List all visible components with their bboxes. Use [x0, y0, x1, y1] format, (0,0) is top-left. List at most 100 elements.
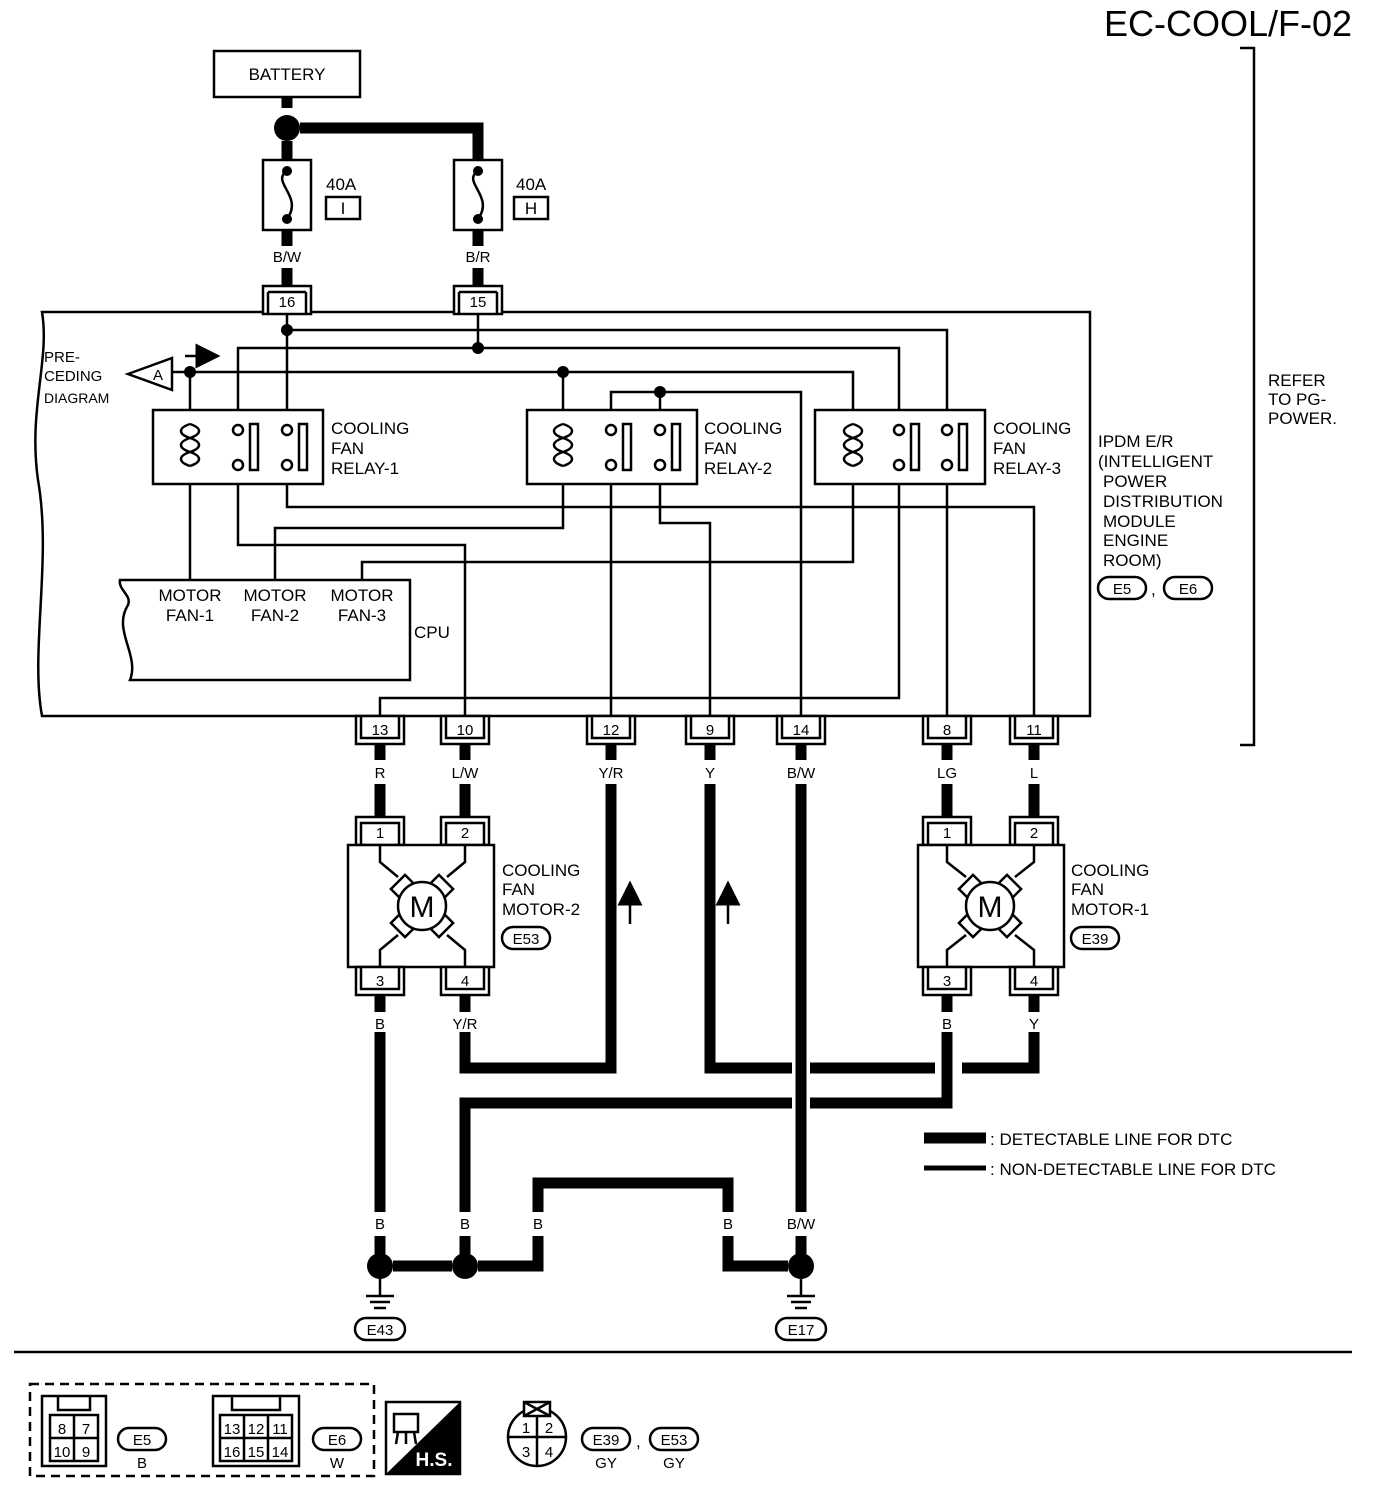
svg-text:7: 7: [82, 1421, 90, 1438]
connector-views: 8 7 10 9 E5 B 13 12 11 16 15 14 E6 W H: [28, 1382, 700, 1478]
ground-icon: [787, 1279, 815, 1310]
svg-text:10: 10: [54, 1444, 71, 1461]
ipdm-output-wires: R L/W Y/R Y B/W LG L: [374, 744, 1040, 1212]
ground-wire-1: B: [375, 1216, 385, 1233]
svg-text:3: 3: [943, 973, 951, 990]
cpu-label: CPU: [414, 623, 450, 642]
motor-2-pin-3: 3: [354, 965, 406, 997]
fuse-h-letter: H: [525, 199, 537, 218]
svg-text:2: 2: [545, 1420, 553, 1437]
motor-2-connector: E53: [513, 931, 540, 948]
svg-text:11: 11: [272, 1421, 288, 1438]
svg-text:14: 14: [272, 1444, 289, 1461]
svg-text:ROOM): ROOM): [1103, 551, 1162, 570]
ipdm-label: IPDM E/R (INTELLIGENT POWER DISTRIBUTION…: [1096, 432, 1223, 601]
fuse-i: 40A I: [261, 158, 362, 232]
svg-text:8: 8: [943, 722, 951, 739]
svg-text:13: 13: [372, 722, 389, 739]
svg-text:,: ,: [1151, 580, 1156, 599]
connector-e53-id: E53: [661, 1432, 688, 1449]
preceding-diagram-marker: PRE- CEDING DIAGRAM A: [44, 343, 221, 406]
motor-1-symbol: M: [978, 891, 1003, 924]
harness-side-icon: H.S.: [384, 1400, 462, 1476]
wire-b-w-fuse: B/W: [273, 249, 302, 266]
relay-3-line-2: FAN: [993, 439, 1026, 458]
cooling-fan-relay-2: COOLING FAN RELAY-2: [525, 408, 782, 486]
ground-e43: E43: [367, 1322, 394, 1339]
connector-e5-id: E5: [133, 1432, 151, 1449]
refer-bracket: REFER TO PG- POWER.: [1240, 46, 1337, 747]
motor-2-pin-2: 2: [439, 815, 491, 847]
svg-text:4: 4: [1030, 973, 1038, 990]
ground-junction-e43: [367, 1253, 393, 1279]
wire-r: R: [375, 765, 386, 782]
connector-e6-view: 13 12 11 16 15 14 E6 W: [211, 1394, 363, 1472]
connector-pin-10: 10: [439, 714, 491, 746]
battery: BATTERY: [212, 49, 362, 99]
svg-text:4: 4: [461, 973, 469, 990]
motor-1-wire-4: Y: [1029, 1016, 1039, 1033]
ground-wire-4: B: [723, 1216, 733, 1233]
ground-junction-e17: [788, 1253, 814, 1279]
connector-pin-8: 8: [921, 714, 973, 746]
legend-non-detectable-label: : NON-DETECTABLE LINE FOR DTC: [990, 1160, 1276, 1179]
connector-pin-13: 13: [354, 714, 406, 746]
svg-text:15: 15: [470, 294, 487, 311]
ground-wire-5: B/W: [787, 1216, 816, 1233]
motor-1-line-3: MOTOR-1: [1071, 900, 1149, 919]
relay-2-line-2: FAN: [704, 439, 737, 458]
ipdm-connector-e5: E5: [1113, 581, 1131, 598]
legend: : DETECTABLE LINE FOR DTC : NON-DETECTAB…: [924, 1130, 1276, 1179]
ground-junction: [452, 1253, 478, 1279]
relay-3-line-1: COOLING: [993, 419, 1071, 438]
svg-text:11: 11: [1026, 722, 1042, 739]
motor-1-pin-2: 2: [1008, 815, 1060, 847]
motor-1-connector: E39: [1082, 931, 1109, 948]
svg-text:2: 2: [461, 825, 469, 842]
motor-2-line-1: COOLING: [502, 861, 580, 880]
connector-pin-12: 12: [585, 714, 637, 746]
connector-e39-color: GY: [595, 1455, 617, 1472]
svg-text:(INTELLIGENT: (INTELLIGENT: [1098, 452, 1213, 471]
ipdm-connector-e6: E6: [1179, 581, 1197, 598]
svg-text:15: 15: [248, 1444, 265, 1461]
motor-2-pin-1: 1: [354, 815, 406, 847]
connector-e5-view: 8 7 10 9 E5 B: [40, 1394, 168, 1472]
battery-label: BATTERY: [249, 65, 326, 84]
ipdm-outline: [34, 310, 1092, 718]
wire-b-w: B/W: [787, 765, 816, 782]
ground-e17: E17: [788, 1322, 815, 1339]
ground-wiring: B B B B B/W E43 E17: [353, 1177, 828, 1342]
wire-lg: LG: [937, 765, 957, 782]
harness-side-label: H.S.: [416, 1450, 453, 1471]
relay-2-line-3: RELAY-2: [704, 459, 772, 478]
cpu-fan-1-line-1: MOTOR: [159, 586, 222, 605]
motor-2-pin-4: 4: [439, 965, 491, 997]
connector-pin-16: 16: [261, 284, 313, 316]
svg-text:POWER: POWER: [1103, 472, 1167, 491]
cooling-fan-motor-1: 1 2 M COOLING FAN MOTOR-1 E39 3 4 B Y: [916, 815, 1149, 1033]
svg-text:3: 3: [376, 973, 384, 990]
cooling-fan-relay-3: COOLING FAN RELAY-3: [813, 408, 1071, 486]
cpu-block: MOTOR FAN-1 MOTOR FAN-2 MOTOR FAN-3 CPU: [118, 578, 450, 682]
cooling-fan-relay-1: COOLING FAN RELAY-1: [151, 408, 409, 486]
motor-1-pin-1: 1: [921, 815, 973, 847]
connector-e39-id: E39: [593, 1432, 620, 1449]
relay-1-line-3: RELAY-1: [331, 459, 399, 478]
svg-text:4: 4: [545, 1444, 553, 1461]
connector-e5-color: B: [137, 1455, 147, 1472]
svg-text:8: 8: [58, 1421, 66, 1438]
connector-pin-11: 11: [1008, 714, 1060, 746]
refer-line-1: REFER: [1268, 371, 1326, 390]
svg-text:10: 10: [457, 722, 474, 739]
motor-2-line-3: MOTOR-2: [502, 900, 580, 919]
motor-2-wire-4: Y/R: [452, 1016, 477, 1033]
svg-text:DISTRIBUTION: DISTRIBUTION: [1103, 492, 1223, 511]
page-title: EC-COOL/F-02: [1104, 3, 1352, 44]
cpu-fan-1-line-2: FAN-1: [166, 606, 214, 625]
svg-text:16: 16: [224, 1444, 241, 1461]
connector-e53-color: GY: [663, 1455, 685, 1472]
svg-text:MODULE: MODULE: [1103, 512, 1176, 531]
relay-1-line-1: COOLING: [331, 419, 409, 438]
